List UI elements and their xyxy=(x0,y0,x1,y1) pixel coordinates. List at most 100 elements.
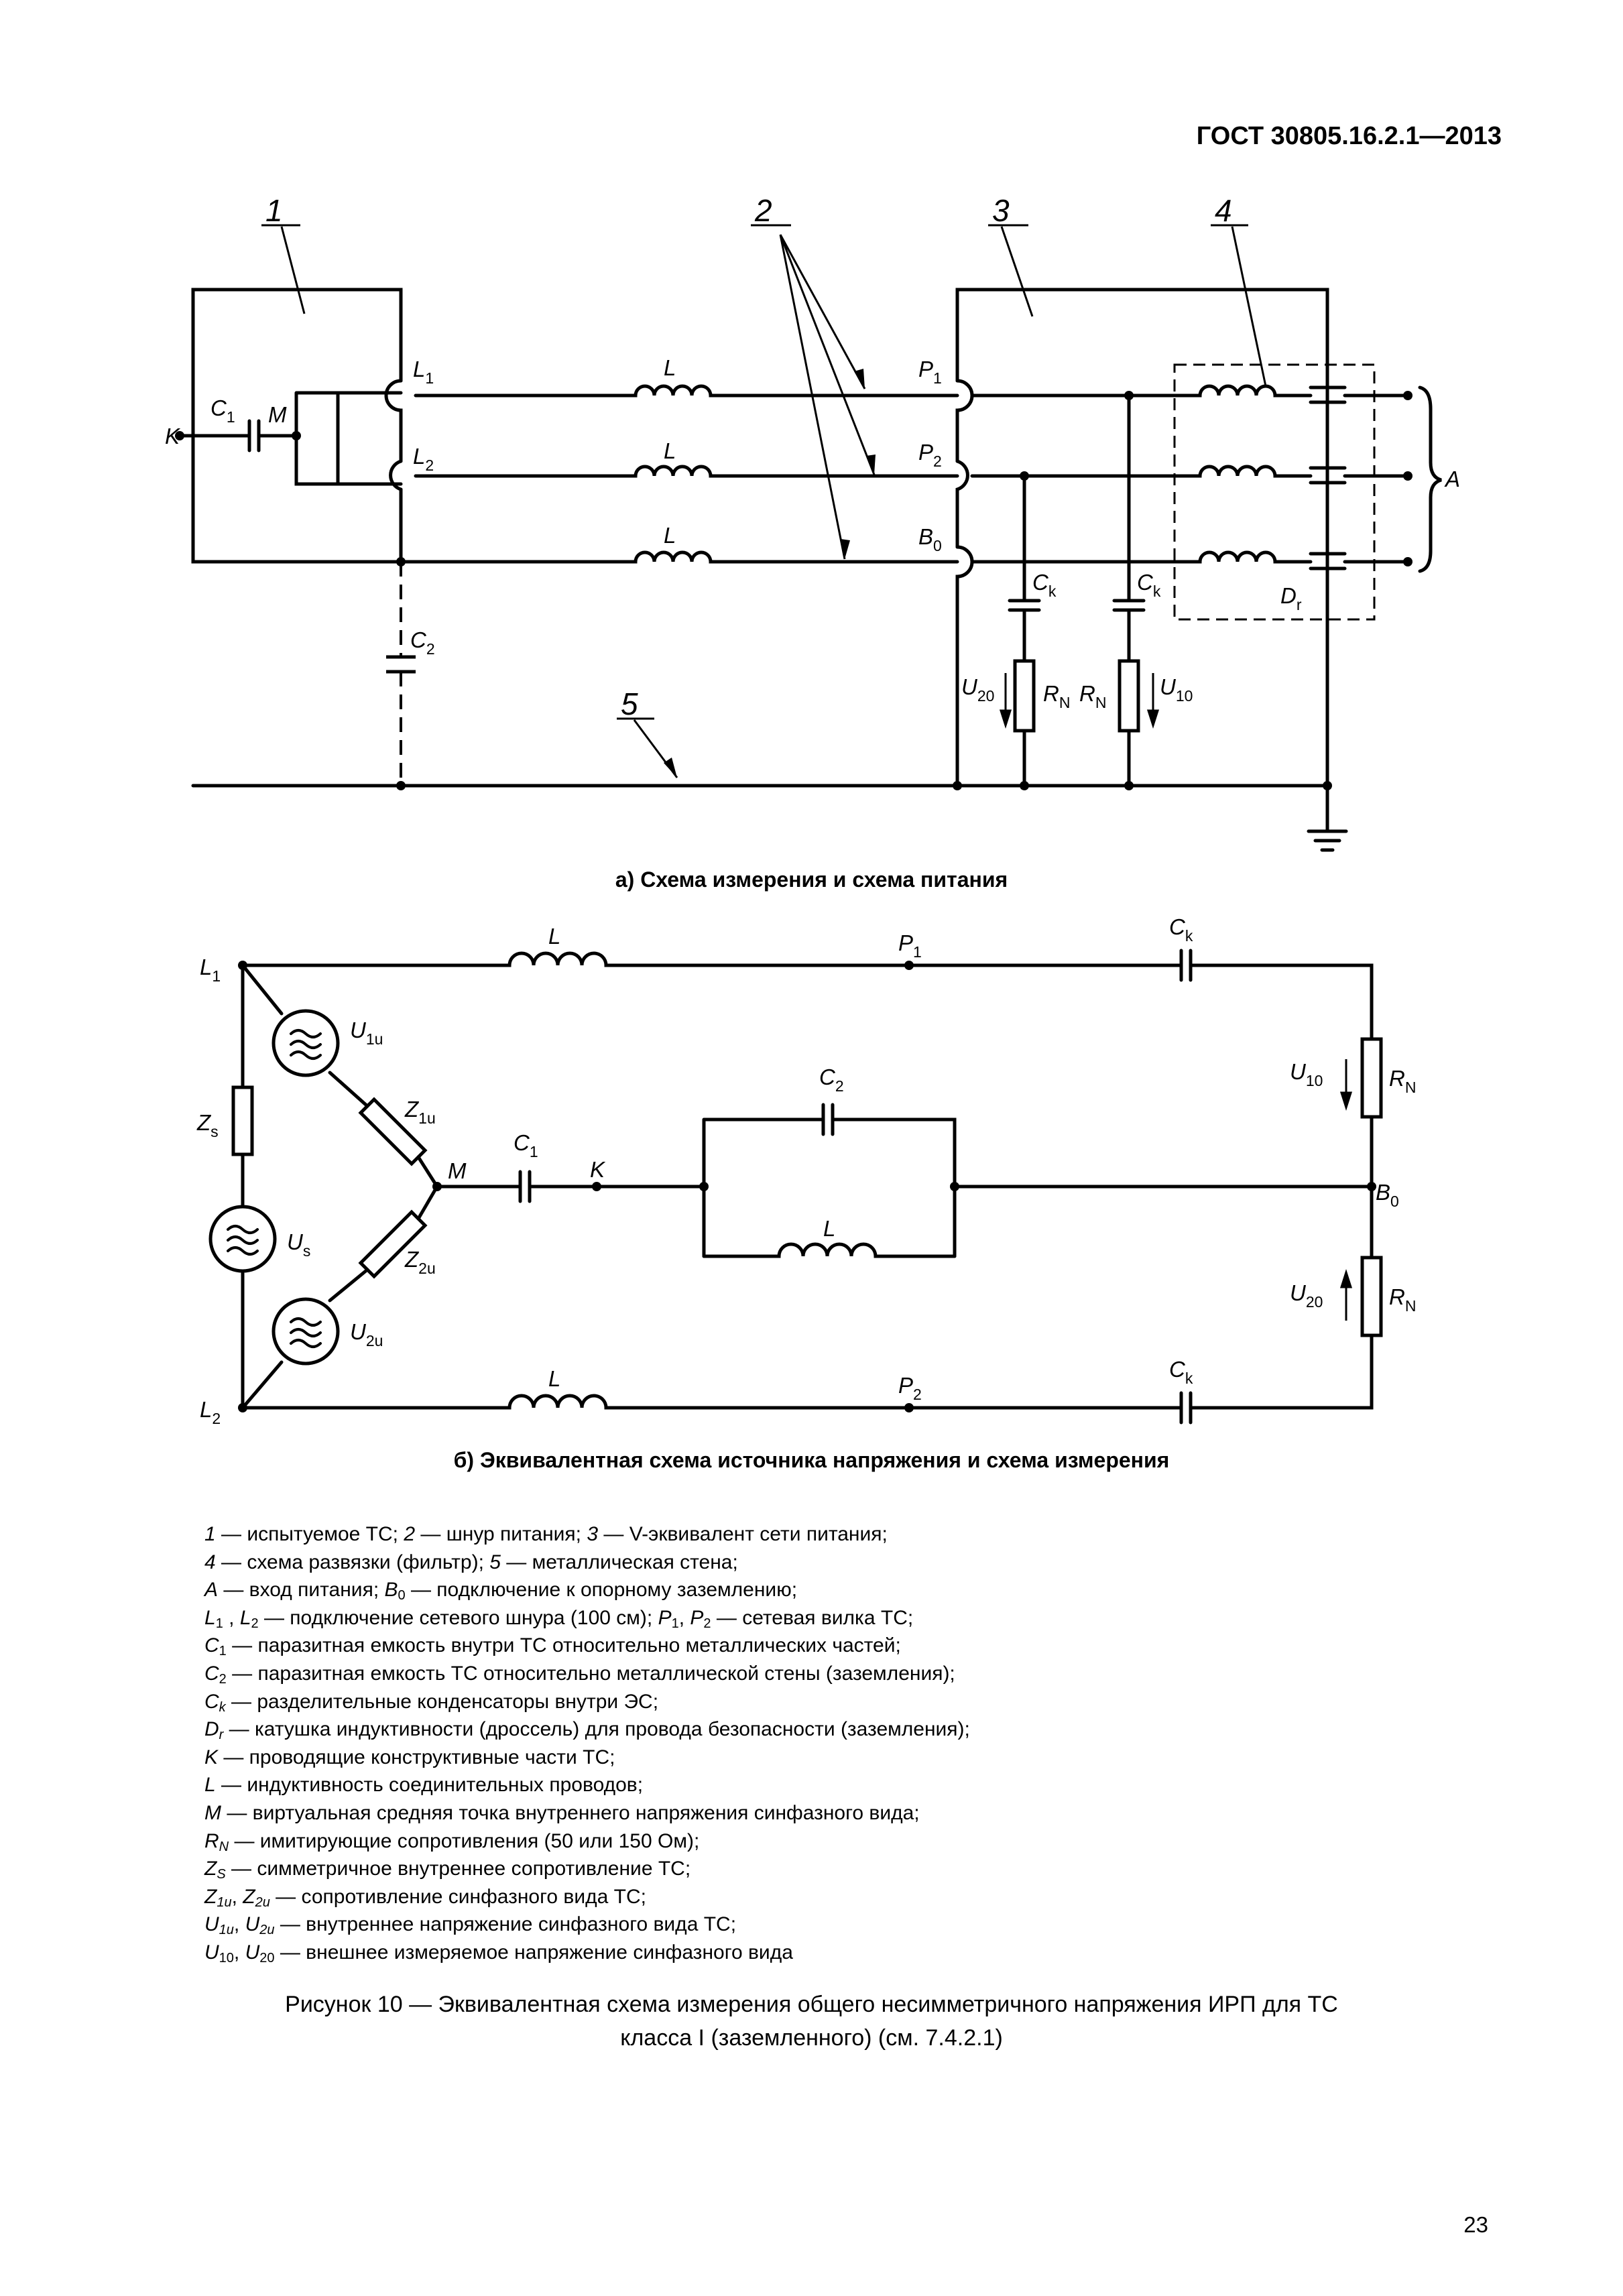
label-m: M xyxy=(268,402,287,427)
line-b0 xyxy=(399,550,959,564)
legend-text: L xyxy=(204,1606,216,1629)
legend-text: — внутреннее напряжение синфазного вида … xyxy=(274,1913,737,1936)
legend-line: M — виртуальная средняя точка внутреннег… xyxy=(204,1799,1378,1827)
rn-u20 xyxy=(1013,659,1036,733)
legend-text: — подключение сетевого шнура (100 см); xyxy=(258,1606,658,1629)
legend-text: — виртуальная средняя точка внутреннего … xyxy=(221,1801,920,1824)
legend-text: r xyxy=(219,1728,224,1743)
label-rn-2: RN xyxy=(1079,681,1106,711)
label-c1: C1 xyxy=(211,396,235,426)
label-dr: Dr xyxy=(1280,583,1302,613)
legend-text: M xyxy=(204,1801,221,1824)
rn-u10 xyxy=(1118,659,1140,733)
callout-4: 4 xyxy=(1215,193,1232,228)
b-label-l-bot: L xyxy=(548,1366,560,1391)
legend-text: C xyxy=(204,1634,219,1657)
legend-line: U10, U20 — внешнее измеряемое напряжение… xyxy=(204,1939,1378,1967)
legend-line: L1 , L2 — подключение сетевого шнура (10… xyxy=(204,1604,1378,1632)
figure-b-diagram: L L P1 P2 Ck Ck L1 L2 U1u U2u Z1u Z2u Zs… xyxy=(196,914,1416,1427)
legend: 1 — испытуемое ТС; 2 — шнур питания; 3 —… xyxy=(204,1520,1378,1967)
legend-text: — катушка индуктивности (дроссель) для п… xyxy=(223,1718,970,1741)
b-label-l1: L1 xyxy=(200,955,221,985)
b-label-us: Us xyxy=(287,1229,310,1260)
legend-text: — паразитная емкость ТС относительно мет… xyxy=(226,1662,955,1685)
filter-out xyxy=(1343,394,1410,564)
label-l-top: L xyxy=(664,355,676,380)
label-l2: L2 xyxy=(413,444,434,474)
label-b0: B0 xyxy=(918,524,942,554)
b-label-ck-top: Ck xyxy=(1169,914,1193,945)
legend-text: — внешнее измеряемое напряжение синфазно… xyxy=(274,1941,793,1963)
b-label-c2: C2 xyxy=(819,1065,844,1095)
caption-b: б) Эквивалентная схема источника напряже… xyxy=(453,1448,1170,1472)
legend-text: Z xyxy=(204,1858,217,1880)
legend-line: K — проводящие конструктивные части ТС; xyxy=(204,1744,1378,1772)
legend-text: 1 xyxy=(215,1616,223,1631)
legend-text: A xyxy=(204,1579,219,1602)
legend-text: — сетевая вилка ТС; xyxy=(711,1606,914,1629)
figure-caption-line-2: класса I (заземленного) (см. 7.4.2.1) xyxy=(620,2025,1003,2051)
legend-text: U xyxy=(204,1941,219,1963)
legend-text: 1 xyxy=(204,1523,216,1545)
legend-text: k xyxy=(219,1699,226,1715)
label-c2: C2 xyxy=(410,627,435,658)
amn-box xyxy=(955,288,1329,833)
amn-lines-out xyxy=(970,384,1313,564)
b-us xyxy=(208,1205,277,1273)
b-label-rn-top: RN xyxy=(1389,1066,1416,1096)
legend-text: , xyxy=(233,1941,245,1963)
legend-text: 2u xyxy=(255,1894,270,1910)
b-u1u xyxy=(272,1009,340,1077)
legend-line: Z1u, Z2u — сопротивление синфазного вида… xyxy=(204,1883,1378,1911)
legend-text: — схема развязки (фильтр); xyxy=(215,1551,490,1573)
legend-text: K xyxy=(204,1746,219,1768)
b-label-u10: U10 xyxy=(1290,1059,1323,1089)
legend-line: A — вход питания; B0 — подключение к опо… xyxy=(204,1576,1378,1604)
legend-text: R xyxy=(204,1829,219,1852)
legend-text: 3 xyxy=(587,1523,599,1545)
label-p2: P2 xyxy=(918,440,942,470)
legend-text: U xyxy=(204,1913,219,1936)
b-label-c1: C1 xyxy=(514,1130,538,1160)
jack-l1 xyxy=(384,379,403,463)
eut-box xyxy=(191,288,403,564)
legend-text: 2 xyxy=(251,1616,259,1631)
legend-text: — индуктивность соединительных проводов; xyxy=(215,1774,644,1797)
legend-text: U xyxy=(245,1913,260,1936)
legend-text: — имитирующие сопротивления (50 или 150 … xyxy=(229,1829,700,1852)
label-l-bot: L xyxy=(664,523,676,548)
b-parallel-l xyxy=(702,1242,957,1258)
b-u2u xyxy=(272,1297,340,1366)
legend-text: D xyxy=(204,1718,219,1741)
b-label-l-mid: L xyxy=(823,1216,835,1241)
legend-text: — V-эквивалент сети питания; xyxy=(598,1523,888,1545)
b-label-u2u: U2u xyxy=(350,1319,383,1349)
line-l2 xyxy=(414,465,959,478)
legend-text: — сопротивление синфазного вида ТС; xyxy=(269,1885,646,1908)
legend-text: 2 xyxy=(703,1616,711,1631)
page-number: 23 xyxy=(1463,2212,1488,2237)
legend-text: 0 xyxy=(398,1588,406,1604)
b-rn-top xyxy=(1360,1037,1383,1119)
b-label-m: M xyxy=(448,1158,467,1183)
b-label-z1u: Z1u xyxy=(404,1097,436,1127)
b-label-b0: B0 xyxy=(1376,1180,1399,1210)
brace-a xyxy=(1418,385,1442,573)
b-label-z2u: Z2u xyxy=(404,1247,436,1277)
b-c1 xyxy=(518,1170,532,1203)
legend-text: — шнур питания; xyxy=(415,1523,587,1545)
legend-line: L — индуктивность соединительных проводо… xyxy=(204,1771,1378,1799)
legend-text: , xyxy=(233,1913,245,1936)
legend-text: 1u xyxy=(217,1894,232,1910)
label-rn-1: RN xyxy=(1043,681,1070,711)
b-z2u xyxy=(358,1209,428,1279)
b-z1u xyxy=(358,1097,428,1166)
b-label-u20: U20 xyxy=(1290,1280,1323,1311)
jack-l2 xyxy=(389,459,403,491)
legend-text: — паразитная емкость внутри ТС относител… xyxy=(226,1634,901,1657)
legend-line: U1u, U2u — внутреннее напряжение синфазн… xyxy=(204,1911,1378,1939)
callout-5: 5 xyxy=(621,686,638,721)
branch-u20 xyxy=(1008,474,1041,788)
legend-text: 1 xyxy=(671,1616,679,1631)
b-label-zs: Zs xyxy=(196,1110,219,1140)
